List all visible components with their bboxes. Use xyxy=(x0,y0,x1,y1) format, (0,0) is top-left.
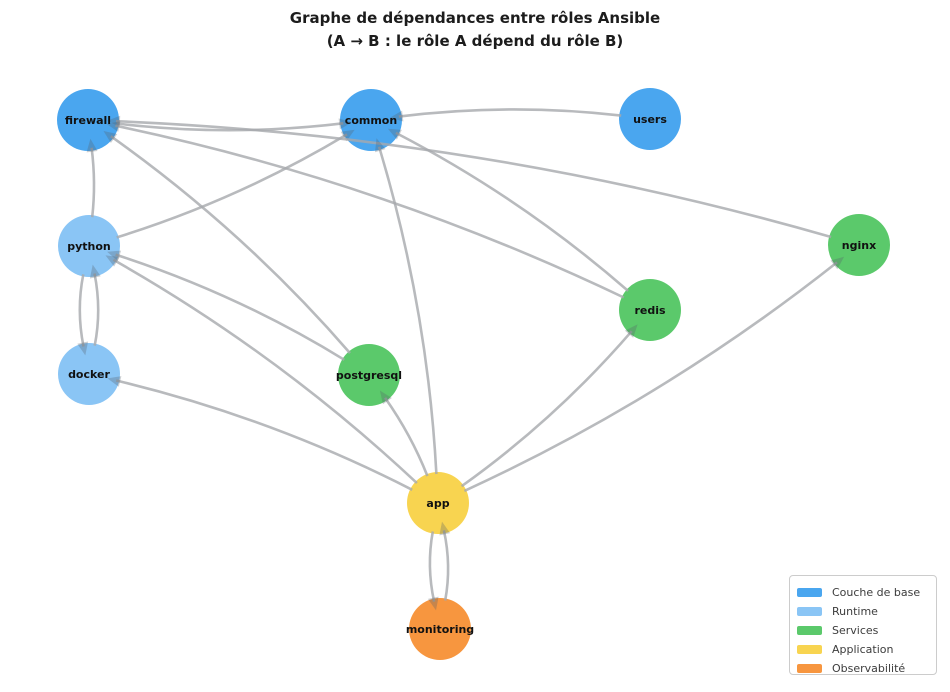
legend-label: Application xyxy=(832,643,894,656)
arrowhead-app-common xyxy=(375,138,386,153)
node-app xyxy=(407,472,469,534)
edge-app-docker xyxy=(115,379,413,491)
legend-label: Runtime xyxy=(832,605,878,618)
edge-monitoring-app xyxy=(442,530,450,601)
node-label-python: python xyxy=(67,240,111,253)
edge-users-common xyxy=(398,108,622,118)
node-firewall xyxy=(57,89,119,151)
edge-firewall-common xyxy=(116,122,344,132)
edge-redis-common xyxy=(395,131,629,292)
legend-swatch-services xyxy=(797,626,822,635)
legend-swatch-base xyxy=(797,588,822,597)
arrowhead-python-firewall xyxy=(86,138,98,153)
legend-swatch-application xyxy=(797,645,822,654)
arrowhead-firewall-common xyxy=(338,118,353,130)
edge-docker-python xyxy=(93,273,100,346)
node-label-monitoring: monitoring xyxy=(406,623,474,636)
arrowhead-monitoring-app xyxy=(439,521,451,536)
arrowhead-app-docker xyxy=(107,376,122,387)
arrowhead-users-common xyxy=(389,110,404,122)
node-redis xyxy=(619,279,681,341)
legend-row: Services xyxy=(797,621,928,640)
arrowhead-app-monitoring xyxy=(427,596,439,611)
edge-app-nginx xyxy=(463,261,838,493)
arrowhead-app-python xyxy=(105,255,120,267)
edge-app-common xyxy=(377,146,438,475)
title-line-2: (A → B : le rôle A dépend du rôle B) xyxy=(326,32,624,50)
edge-app-python xyxy=(112,258,418,485)
edge-app-redis xyxy=(460,330,633,488)
node-docker xyxy=(58,343,120,405)
arrowhead-redis-firewall xyxy=(106,121,121,132)
legend-label: Observabilité xyxy=(832,662,906,675)
node-label-docker: docker xyxy=(68,368,110,381)
edge-app-monitoring xyxy=(428,531,436,602)
arrowhead-app-redis xyxy=(624,324,638,338)
legend-swatch-observability xyxy=(797,664,822,673)
node-label-firewall: firewall xyxy=(65,114,111,127)
edge-python-firewall xyxy=(90,147,96,218)
legend-label: Services xyxy=(832,624,879,637)
legend-label: Couche de base xyxy=(832,586,921,599)
legend-row: Application xyxy=(797,640,928,659)
arrowhead-docker-python xyxy=(89,264,101,279)
arrowhead-python-docker xyxy=(77,341,89,356)
node-label-postgresql: postgresql xyxy=(336,369,402,382)
node-python xyxy=(58,215,120,277)
legend-swatch-runtime xyxy=(797,607,822,616)
node-nginx xyxy=(828,214,890,276)
node-label-app: app xyxy=(426,497,449,510)
node-users xyxy=(619,88,681,150)
edge-redis-firewall xyxy=(115,124,625,299)
edge-python-docker xyxy=(78,274,85,347)
arrowhead-python-common xyxy=(340,129,355,142)
edge-python-common xyxy=(116,133,348,239)
title-line-1: Graphe de dépendances entre rôles Ansibl… xyxy=(289,9,661,27)
arrowhead-redis-common xyxy=(387,128,402,140)
edge-app-postgresql xyxy=(384,397,429,477)
legend-box: Couche de base Runtime Services Applicat… xyxy=(789,575,937,675)
legend-row: Runtime xyxy=(797,602,928,621)
node-label-users: users xyxy=(633,113,667,126)
edge-nginx-firewall xyxy=(115,119,832,239)
edge-postgresql-python xyxy=(115,253,345,361)
node-label-common: common xyxy=(345,114,397,127)
arrowhead-app-postgresql xyxy=(379,390,392,405)
node-common xyxy=(340,89,402,151)
edge-postgresql-firewall xyxy=(110,135,351,354)
node-label-redis: redis xyxy=(634,304,666,317)
legend-row: Couche de base xyxy=(797,583,928,602)
figure-title: Graphe de dépendances entre rôles Ansibl… xyxy=(0,7,950,53)
arrowhead-postgresql-firewall xyxy=(103,131,118,143)
node-monitoring xyxy=(409,598,471,660)
arrowhead-nginx-firewall xyxy=(107,115,121,127)
legend-row: Observabilité xyxy=(797,659,928,678)
node-postgresql xyxy=(338,344,400,406)
arrowhead-app-nginx xyxy=(830,256,845,270)
node-label-nginx: nginx xyxy=(842,239,876,252)
arrowhead-postgresql-python xyxy=(107,250,122,262)
